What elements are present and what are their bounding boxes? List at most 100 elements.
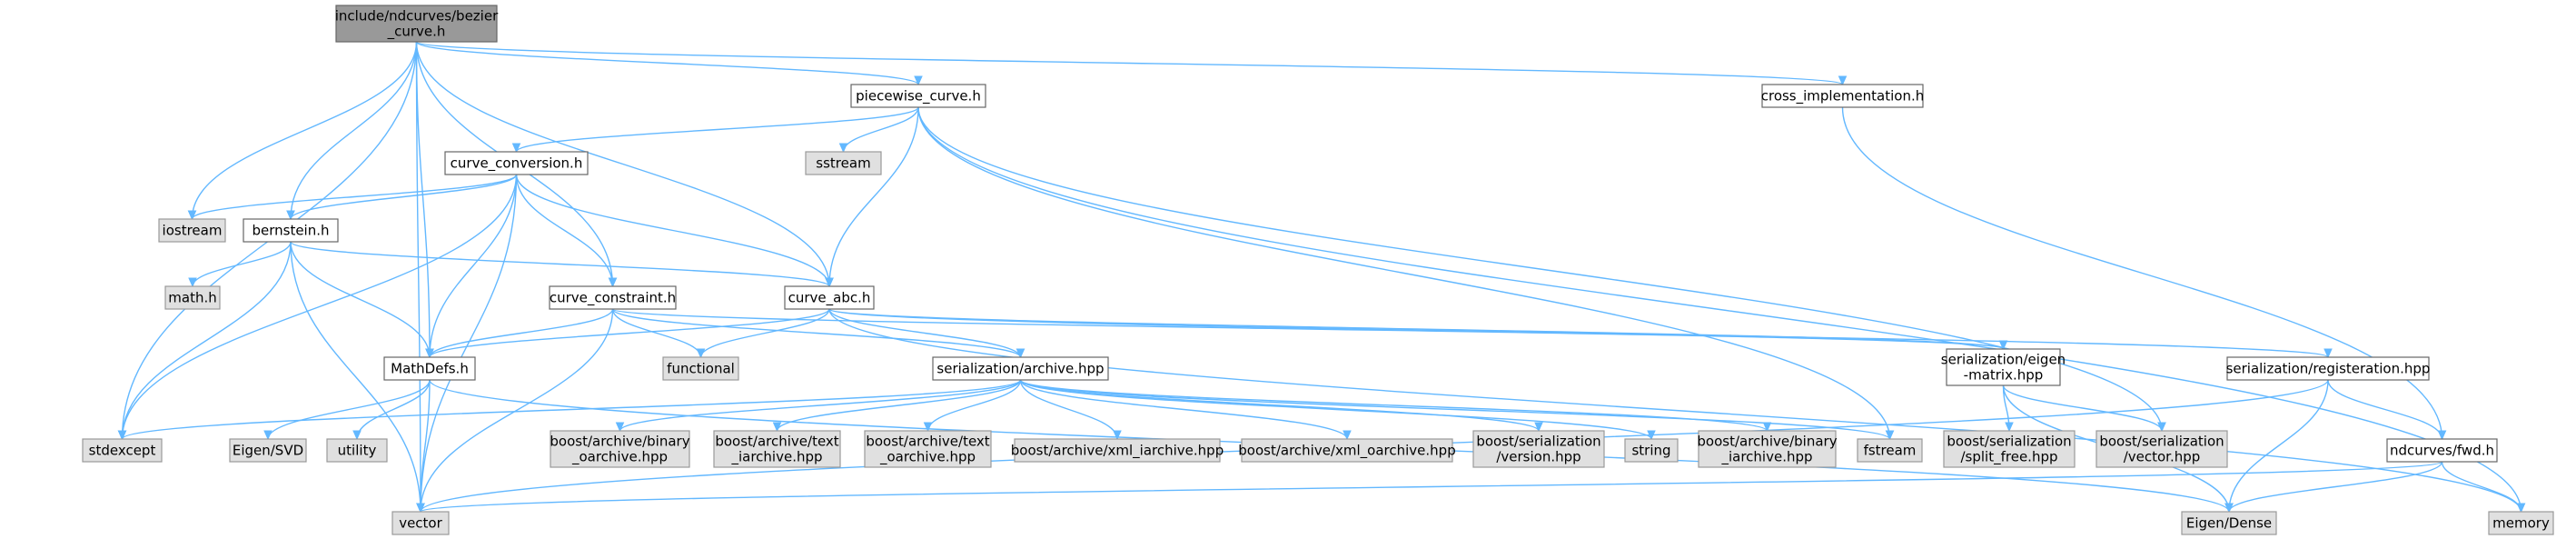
node-label: ndcurves/fwd.h: [2390, 443, 2494, 459]
node-box: [82, 438, 163, 463]
edge-bernstein-to-vector: [290, 241, 421, 513]
arrowhead-ser_archive-to-ba_xml_oarchive: [1342, 430, 1352, 441]
edge-ser_archive-to-bs_version: [1019, 379, 1540, 432]
arrowhead-ser_eigen-to-bs_split_free: [2005, 422, 2014, 433]
node-ba-bin-oarchive: boost/archive/binary_oarchive.hpp: [550, 430, 690, 468]
node-vector: vector: [391, 511, 450, 535]
node-ser-archive[interactable]: serialization/archive.hpp: [932, 356, 1109, 381]
node-box: [1014, 438, 1221, 463]
node-label: string: [1631, 443, 1670, 459]
node-box: [1761, 84, 1924, 108]
node-iostream: iostream: [158, 218, 226, 243]
edge-curve_constraint-to-ser_archive: [611, 308, 1022, 358]
node-box: [391, 511, 450, 535]
node-eigen-dense: Eigen/Dense: [2181, 511, 2277, 535]
edge-piecewise_curve-to-sstream: [842, 106, 919, 153]
edge-ser_archive-to-ba_bin_oarchive: [619, 379, 1022, 432]
node-mathdefs[interactable]: MathDefs.h: [383, 356, 476, 381]
node-label: /version.hpp: [1496, 449, 1580, 465]
node-label: serialization/archive.hpp: [936, 361, 1104, 377]
node-label: include/ndcurves/bezier: [335, 8, 499, 25]
arrowhead-curve_abc-to-mathdefs: [425, 348, 434, 359]
node-box: [864, 430, 992, 468]
node-label: /split_free.hpp: [1961, 449, 2058, 466]
node-eigen-svd: Eigen/SVD: [229, 438, 307, 463]
edge-bernstein-to-stdexcept: [121, 241, 292, 440]
node-box: [1472, 430, 1605, 468]
node-ba-xml-oarchive: boost/archive/xml_oarchive.hpp: [1238, 438, 1456, 463]
edge-piecewise_curve-to-memory: [917, 106, 2522, 513]
node-box: [444, 151, 589, 175]
node-curve-conversion[interactable]: curve_conversion.h: [444, 151, 589, 175]
node-box: [713, 430, 841, 468]
node-box: [2488, 511, 2554, 535]
node-ser-register[interactable]: serialization/registeration.hpp: [2226, 356, 2431, 381]
node-stdexcept: stdexcept: [82, 438, 163, 463]
node-bs-split-free: boost/serialization/split_free.hpp: [1943, 430, 2076, 468]
edge-bezier_curve-to-vector: [415, 41, 421, 513]
node-sstream: sstream: [805, 151, 882, 175]
node-box: [1241, 438, 1453, 463]
edge-ser_archive-to-ba_xml_oarchive: [1019, 379, 1348, 440]
node-box: [550, 430, 690, 468]
edge-curve_constraint-to-functional: [611, 308, 702, 358]
node-box: [2095, 430, 2228, 468]
edge-curve_abc-to-memory: [828, 308, 2522, 513]
node-functional: functional: [662, 356, 739, 381]
node-cross-implementation[interactable]: cross_implementation.h: [1761, 84, 1925, 108]
edge-ser_archive-to-ba_text_oarchive: [926, 379, 1022, 432]
node-label: _iarchive.hpp: [730, 449, 822, 466]
node-label: stdexcept: [89, 443, 156, 459]
node-bernstein[interactable]: bernstein.h: [243, 218, 339, 243]
node-label: Eigen/SVD: [233, 443, 303, 459]
node-label: _oarchive.hpp: [571, 449, 668, 466]
node-fstream: fstream: [1857, 438, 1923, 463]
node-label: math.h: [168, 290, 216, 306]
node-box: [1624, 438, 1679, 463]
node-ser-eigen[interactable]: serialization/eigen-matrix.hpp: [1941, 348, 2066, 386]
arrowhead-fwd-to-eigen_dense: [2224, 503, 2234, 514]
node-label: functional: [667, 361, 735, 377]
node-label: curve_abc.h: [788, 290, 871, 307]
edge-ser_eigen-to-bs_vector: [2002, 384, 2163, 432]
edge-bezier_curve-to-iostream: [191, 41, 418, 220]
node-box: [784, 285, 875, 310]
node-label: utility: [338, 443, 377, 459]
node-label: boost/archive/xml_iarchive.hpp: [1011, 443, 1224, 460]
node-label: _iarchive.hpp: [1720, 449, 1812, 466]
node-label: boost/archive/xml_oarchive.hpp: [1238, 443, 1455, 460]
node-curve-constraint[interactable]: curve_constraint.h: [549, 285, 677, 310]
node-box: [326, 438, 388, 463]
node-curve-abc[interactable]: curve_abc.h: [784, 285, 875, 310]
arrowhead-curve_abc-to-ser_register: [2323, 348, 2333, 359]
arrowhead-mathdefs-to-eigen_svd: [263, 430, 272, 441]
node-label: curve_constraint.h: [550, 290, 676, 307]
edge-ser_archive-to-ba_text_iarchive: [776, 379, 1022, 432]
node-label: boost/archive/binary: [550, 434, 689, 450]
node-label: _oarchive.hpp: [879, 449, 976, 466]
arrowhead-curve_conversion-to-curve_constraint: [608, 277, 618, 288]
node-label: vector: [399, 515, 442, 532]
edge-curve_conversion-to-bernstein: [290, 174, 518, 220]
node-fwd[interactable]: ndcurves/fwd.h: [2386, 438, 2498, 463]
edge-cross_implementation-to-fwd: [1841, 106, 2443, 440]
node-box: [549, 285, 677, 310]
edge-bezier_curve-to-curve_abc: [415, 41, 830, 287]
edge-bernstein-to-math_h: [192, 241, 292, 287]
arrowhead-ser_archive-to-stdexcept: [117, 430, 127, 441]
edge-curve_abc-to-mathdefs: [429, 308, 830, 358]
node-box: [2181, 511, 2277, 535]
node-bezier-curve[interactable]: include/ndcurves/bezier_curve.h: [335, 5, 499, 43]
edge-mathdefs-to-eigen_svd: [267, 379, 431, 440]
edge-ser_archive-to-string: [1019, 379, 1652, 440]
node-label: fstream: [1864, 443, 1917, 459]
arrowhead-ser_archive-to-ba_xml_iarchive: [1113, 430, 1122, 441]
edge-curve_constraint-to-ser_eigen: [611, 308, 2005, 350]
node-box: [1857, 438, 1923, 463]
arrowhead-mathdefs-to-utility: [352, 430, 362, 441]
node-piecewise-curve[interactable]: piecewise_curve.h: [850, 84, 986, 108]
node-label: memory: [2492, 515, 2550, 532]
edge-curve_constraint-to-mathdefs: [429, 308, 614, 358]
node-utility: utility: [326, 438, 388, 463]
edge-curve_abc-to-ser_archive: [828, 308, 1022, 358]
